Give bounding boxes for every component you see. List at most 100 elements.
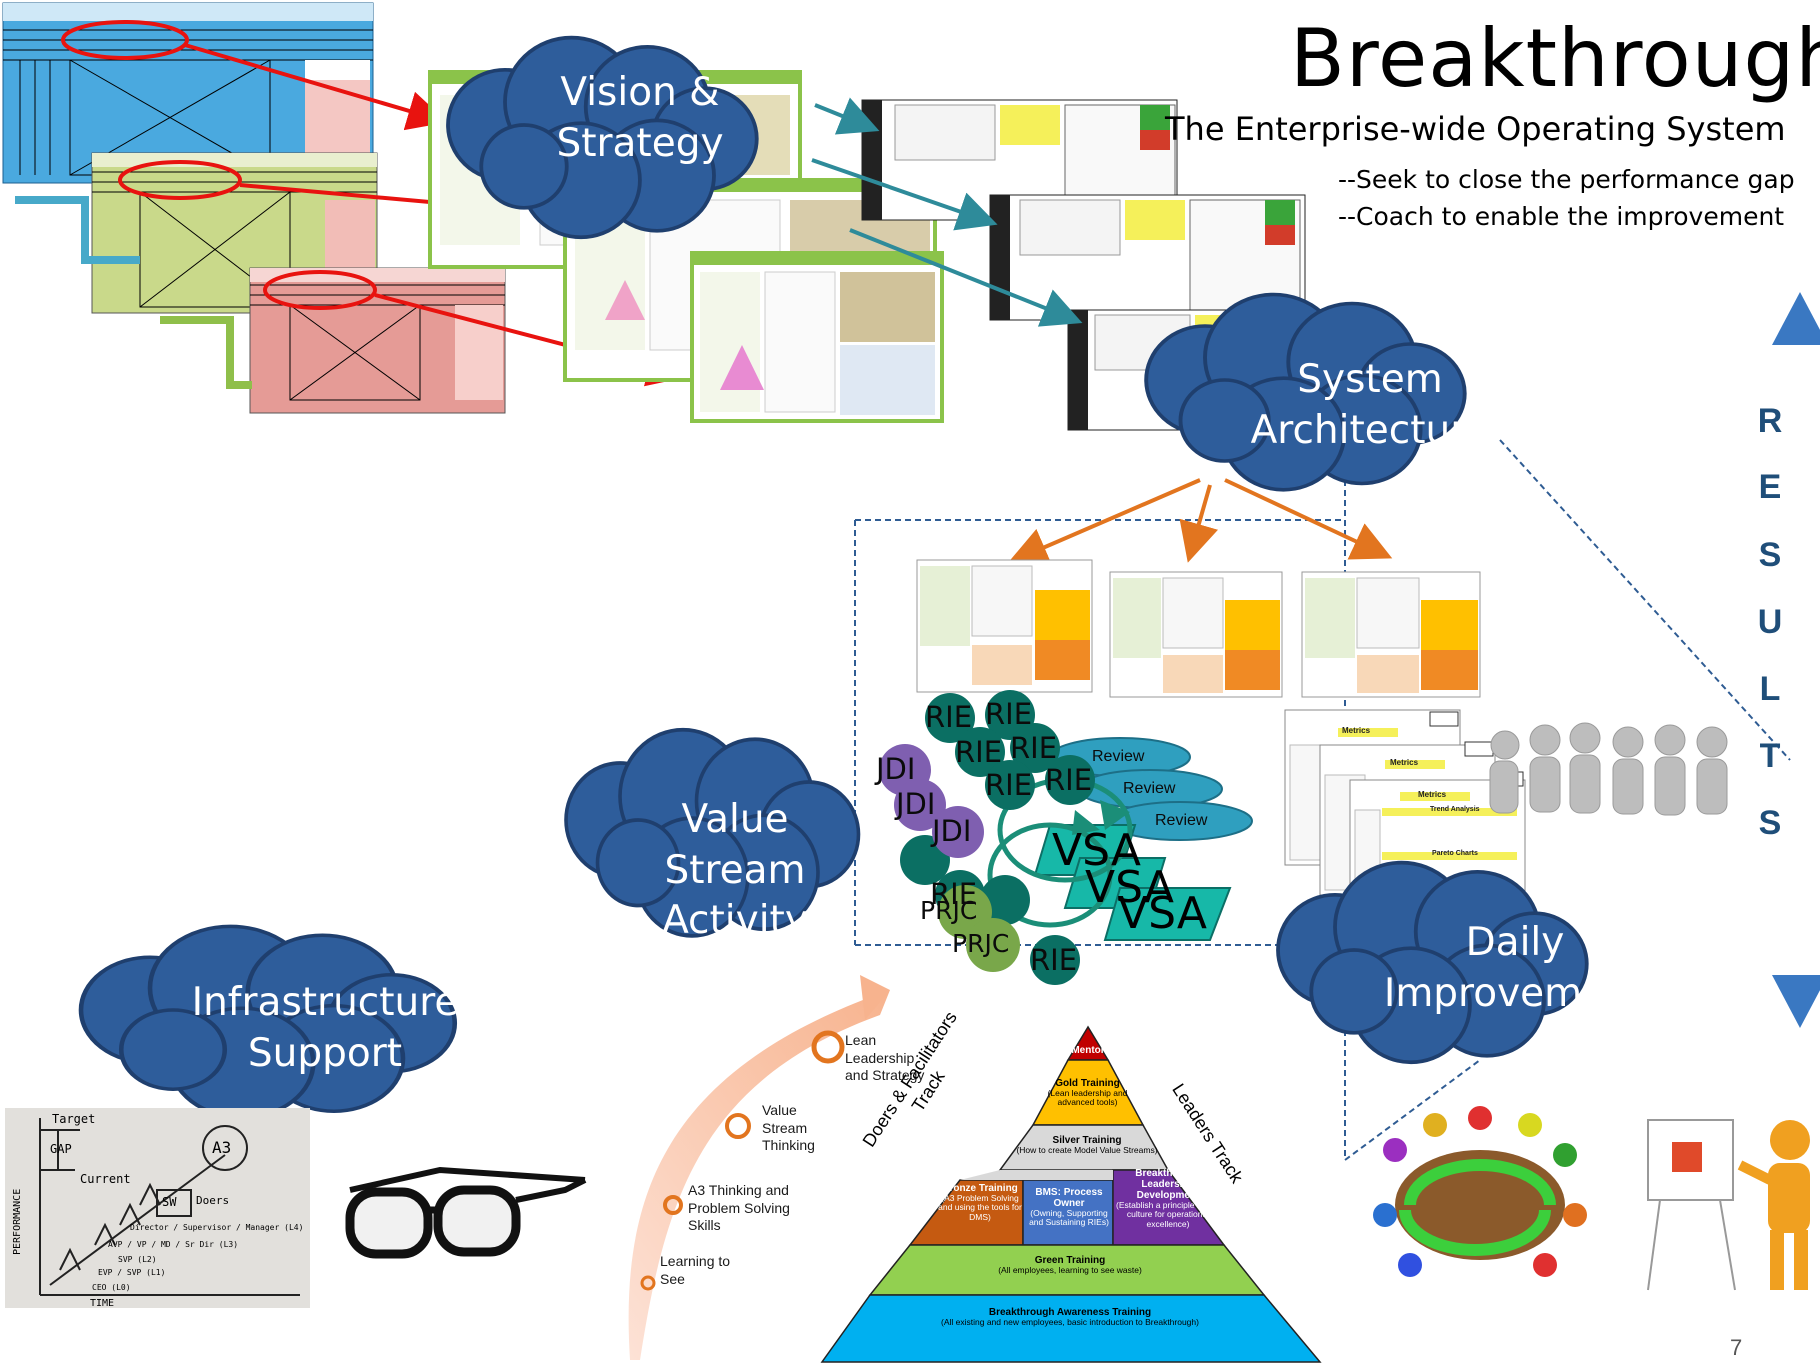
metrics-label: Metrics	[1418, 790, 1447, 799]
metrics-label: Metrics	[1342, 726, 1371, 735]
green-connector	[160, 316, 252, 389]
sketch-label: A3	[212, 1138, 232, 1157]
sketch-label: Director / Supervisor / Manager (L4)	[130, 1223, 304, 1232]
pyramid-awareness: Breakthrough Awareness Training(All exis…	[941, 1307, 1199, 1327]
review-label: Review	[1123, 780, 1176, 797]
a3-sketch-photo	[5, 1108, 310, 1308]
rie-label: RIE	[955, 735, 1003, 769]
teal-arrow	[849, 228, 1083, 327]
pyramid-bronze: Bronze Training(A3 Problem Solving and u…	[938, 1183, 1022, 1222]
teal-connector	[15, 196, 140, 264]
prj-label: PRJC	[920, 896, 978, 925]
pyramid-leadership: Breakthrough Leadership Development(Esta…	[1116, 1168, 1220, 1229]
rie-label: RIE	[930, 877, 978, 911]
results-arrow	[1772, 292, 1820, 1028]
a3-doc	[690, 251, 944, 423]
sketch-label: EVP / SVP (L1)	[98, 1268, 166, 1277]
pyramid-silver: Silver Training(How to create Model Valu…	[1016, 1135, 1158, 1155]
vsa-label: VSA	[1118, 888, 1207, 939]
jdi-label: JDI	[876, 752, 916, 786]
results-letter: E	[1758, 468, 1782, 506]
prj-circles	[938, 885, 1020, 972]
red-arrow	[184, 43, 448, 131]
growth-arc	[628, 990, 890, 1360]
sketch-label: SW	[162, 1195, 177, 1209]
cloud-label-system: System Architecture	[1250, 357, 1490, 453]
pyramid-bms: BMS: Process Owner(Owning, Supporting an…	[1029, 1187, 1109, 1228]
jdi-label: JDI	[932, 814, 972, 848]
sketch-label: TIME	[90, 1298, 115, 1309]
rie-label: RIE	[1030, 943, 1078, 977]
highlight-oval	[118, 160, 242, 200]
results-letter: U	[1757, 603, 1783, 641]
stage-marker	[725, 1113, 751, 1139]
results-letter: L	[1759, 670, 1781, 708]
sketch-label: GAP	[50, 1142, 72, 1156]
sketch-label: AVP / VP / MD / Sr Dir (L3)	[108, 1240, 239, 1249]
highlight-oval	[263, 270, 377, 310]
pareto-charts-label: Pareto Charts	[1432, 850, 1478, 857]
sketch-label: Target	[52, 1112, 96, 1126]
vsa-label: VSA	[1085, 862, 1174, 913]
x-matrix-blue	[2, 2, 374, 184]
process-doc	[1109, 571, 1283, 698]
results-letter: S	[1758, 804, 1782, 842]
cloud-label-value-stream: Value Stream Activity	[662, 797, 808, 944]
sketch-label: Doers	[196, 1194, 230, 1207]
review-label: Review	[1092, 748, 1145, 765]
sketch-label: SVP (L2)	[118, 1255, 157, 1264]
results-letter: R	[1757, 402, 1783, 440]
cloud-label-infrastructure: Infrastructure Support	[191, 980, 459, 1076]
pyramid-gold: Gold Training(Lean leadership and advanc…	[1047, 1078, 1128, 1108]
meeting-table-icon	[1373, 1106, 1587, 1277]
teal-arrow	[811, 158, 998, 231]
rie-label: RIE	[985, 697, 1033, 731]
jdi-circles	[879, 744, 984, 858]
metrics-label: Metrics	[1390, 758, 1419, 767]
bullet-item: --Coach to enable the improvement	[1338, 202, 1785, 231]
stage-marker	[811, 1030, 845, 1064]
cloud-label-daily: Daily Improvement	[1383, 920, 1647, 1016]
results-letter: S	[1758, 536, 1782, 574]
slide-subtitle: The Enterprise-wide Operating System	[1165, 110, 1786, 148]
orange-arrow	[1224, 478, 1393, 560]
orange-arrow	[1179, 484, 1219, 563]
rie-label: RIE	[985, 768, 1033, 802]
highlight-oval	[61, 20, 189, 60]
growth-arc-head	[860, 975, 890, 1020]
people-figures	[1489, 722, 1728, 816]
sketch-label: Current	[80, 1172, 131, 1186]
presenter-icon	[1647, 1119, 1810, 1291]
prj-label: PRJC	[952, 929, 1010, 958]
stage-learning-to-see: Learning to See	[660, 1253, 731, 1287]
glasses-icon	[345, 1166, 587, 1259]
x-matrix-red	[249, 267, 506, 414]
pyramid-green: Green Training(All employees, learning t…	[998, 1255, 1142, 1275]
rie-label: RIE	[1045, 763, 1093, 797]
jdi-label: JDI	[896, 787, 936, 821]
process-doc	[916, 559, 1093, 693]
vsa-label: VSA	[1052, 825, 1141, 876]
vsa-parallelograms	[1033, 824, 1232, 941]
orange-arrow	[1007, 478, 1201, 566]
stage-marker	[663, 1195, 683, 1215]
sketch-label: CEO (L0)	[92, 1283, 131, 1292]
slide-title: Breakthrough	[1290, 12, 1820, 105]
pyramid-mentor-label: Mentor	[1071, 1045, 1105, 1056]
bullet-item: --Seek to close the performance gap	[1338, 165, 1795, 194]
page-number: 7	[1730, 1335, 1743, 1360]
sketch-label: PERFORMANCE	[12, 1188, 23, 1255]
cycle-arrow	[987, 777, 1133, 928]
rie-label: RIE	[925, 700, 973, 734]
stage-marker	[640, 1275, 656, 1291]
rie-circles	[900, 690, 1095, 985]
cloud-label-vision: Vision & Strategy	[556, 70, 724, 166]
stage-a3-thinking: A3 Thinking and Problem Solving Skills	[688, 1182, 790, 1233]
stage-lean-leadership: Lean Leadership and Strategy	[845, 1032, 925, 1083]
stage-value-stream-thinking: Value Stream Thinking	[762, 1102, 815, 1153]
trend-analysis-label: Trend Analysis	[1430, 806, 1480, 813]
rie-label: RIE	[1010, 731, 1058, 765]
review-label: Review	[1155, 812, 1208, 829]
